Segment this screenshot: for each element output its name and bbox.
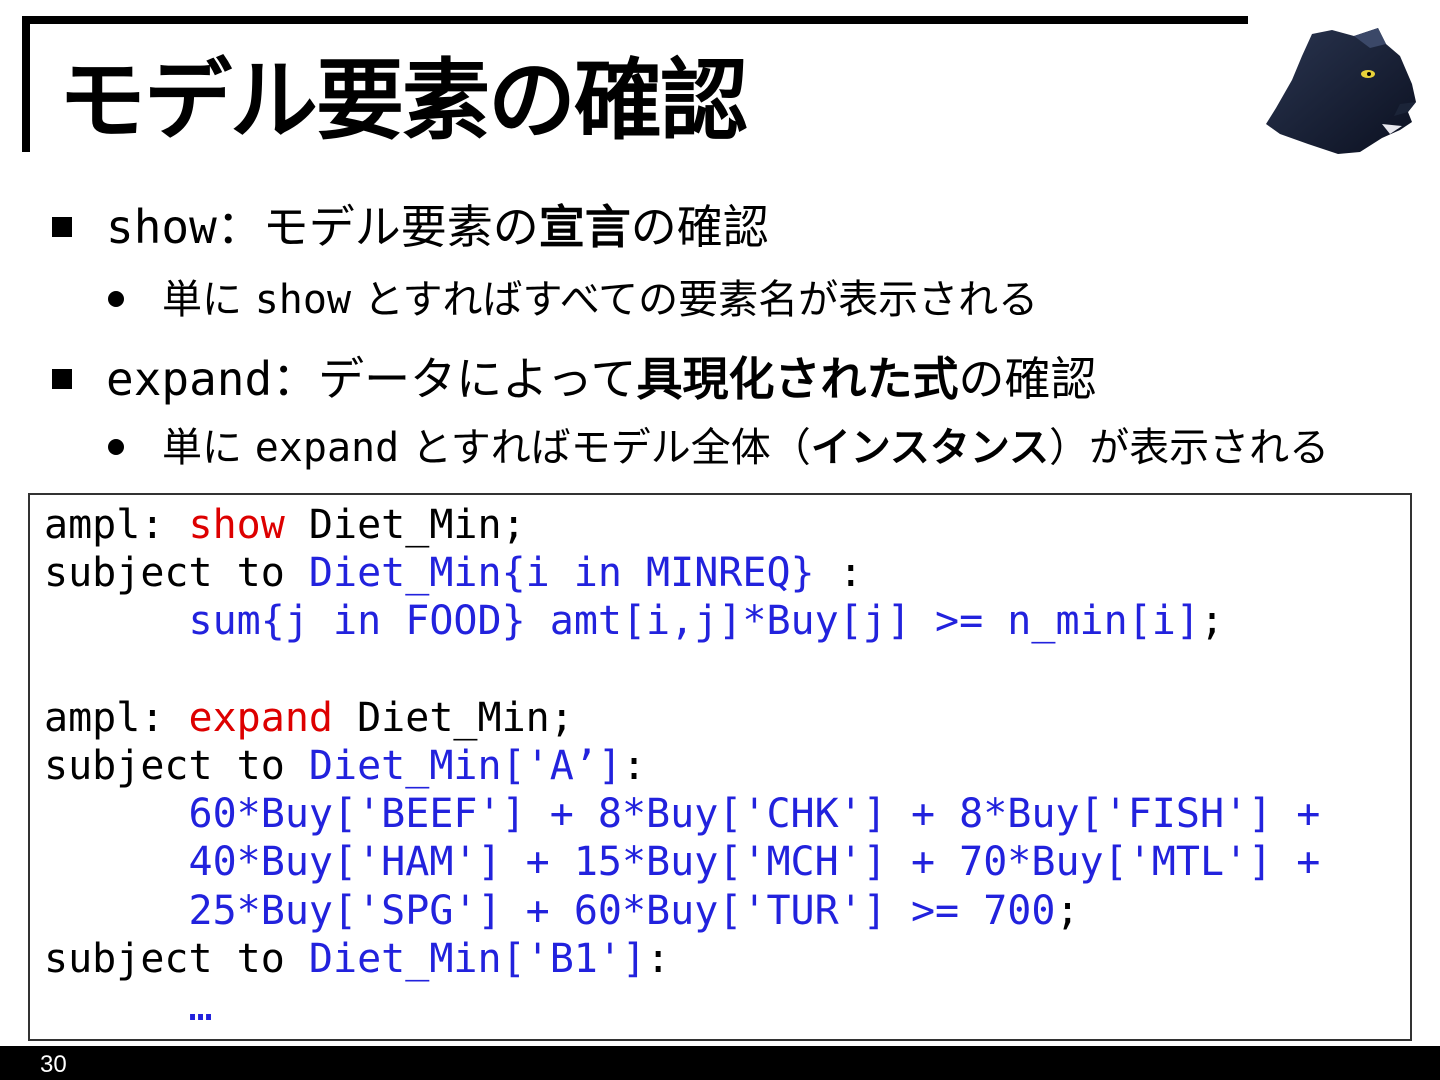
text-segment: とすればすべての要素名が表示される	[351, 277, 1039, 323]
code-token: sum{j in FOOD} amt[i,j]*Buy[j] >= n_min[…	[188, 598, 1200, 645]
code-token: :	[646, 935, 671, 982]
text-segment: とすればモデル全体（	[399, 425, 811, 471]
code-line: 25*Buy['SPG'] + 60*Buy['TUR'] >= 700;	[44, 887, 1320, 935]
text-segment: 宣言	[538, 200, 631, 254]
dot-bullet-icon	[108, 291, 124, 307]
code-line	[44, 646, 1320, 694]
code-token: subject to	[44, 935, 309, 982]
text-segment: ：データによって	[272, 352, 637, 406]
text-segment: の確認	[958, 352, 1097, 406]
code-token: ampl:	[44, 694, 189, 741]
dot-bullet-icon	[108, 439, 124, 455]
code-token	[44, 888, 189, 934]
bullet-show: show：モデル要素の宣言の確認	[52, 200, 769, 255]
square-bullet-icon	[52, 368, 72, 389]
code-token: ;	[1055, 887, 1080, 934]
code-line: …	[44, 983, 1320, 1031]
code-line: subject to Diet_Min{i in MINREQ} :	[44, 549, 1320, 597]
code-token: 25*Buy['SPG'] + 60*Buy['TUR'] >= 700	[188, 887, 1056, 934]
bullet-expand-text: expand：データによって具現化された式の確認	[106, 352, 1097, 406]
bullet-show-text: show：モデル要素の宣言の確認	[106, 200, 769, 254]
code-token	[44, 791, 189, 837]
text-segment: show	[254, 277, 352, 323]
code-line: subject to Diet_Min['A’]:	[44, 742, 1320, 790]
code-line: subject to Diet_Min['B1']:	[44, 935, 1320, 983]
code-token: :	[814, 550, 863, 597]
code-token: Diet_Min['B1']	[308, 935, 647, 982]
page-number: 30	[40, 1051, 67, 1078]
text-segment: ）が表示される	[1049, 425, 1330, 471]
text-segment: expand	[106, 352, 273, 406]
code-token: …	[188, 983, 213, 1030]
code-token: expand	[188, 694, 334, 741]
code-block: ampl: show Diet_Min;subject to Diet_Min{…	[44, 501, 1320, 1031]
code-token: ampl:	[44, 502, 189, 548]
code-token: subject to	[44, 550, 309, 597]
code-token	[44, 839, 189, 885]
code-token: subject to	[44, 742, 309, 789]
code-line: 60*Buy['BEEF'] + 8*Buy['CHK'] + 8*Buy['F…	[44, 790, 1321, 838]
text-segment: expand	[254, 425, 400, 471]
title-frame	[22, 16, 1248, 152]
text-segment: インスタンス	[810, 425, 1050, 471]
code-box	[28, 493, 1412, 1041]
code-token: Diet_Min{i in MINREQ}	[308, 550, 815, 597]
code-line: ampl: show Diet_Min;	[44, 501, 1320, 549]
square-bullet-icon	[52, 216, 72, 237]
text-segment: 単に	[162, 277, 255, 323]
sub-bullet-expand-text: 単に expand とすればモデル全体（インスタンス）が表示される	[162, 425, 1329, 471]
code-token: 60*Buy['BEEF'] + 8*Buy['CHK'] + 8*Buy['F…	[188, 791, 1321, 838]
code-token: Diet_Min['A’]	[308, 742, 622, 789]
code-line: sum{j in FOOD} amt[i,j]*Buy[j] >= n_min[…	[44, 597, 1320, 645]
code-line: 40*Buy['HAM'] + 15*Buy['MCH'] + 70*Buy['…	[44, 838, 1321, 886]
panther-head-icon	[1266, 28, 1416, 154]
slide-title: モデル要素の確認	[58, 49, 748, 152]
footer-bar	[0, 1046, 1440, 1080]
sub-bullet-expand: 単に expand とすればモデル全体（インスタンス）が表示される	[108, 424, 1329, 472]
code-token: ;	[1199, 598, 1225, 645]
code-token	[44, 984, 189, 1030]
sub-bullet-show-text: 単に show とすればすべての要素名が表示される	[162, 277, 1038, 323]
sub-bullet-show: 単に show とすればすべての要素名が表示される	[108, 276, 1038, 324]
code-token: :	[621, 742, 647, 789]
code-token: Diet_Min;	[333, 694, 574, 741]
code-token: show	[188, 502, 285, 548]
text-segment: 具現化された式	[636, 352, 959, 406]
text-segment: ：モデル要素の	[216, 200, 539, 254]
code-token: Diet_Min;	[284, 502, 526, 548]
text-segment: show	[106, 200, 217, 254]
code-token: 40*Buy['HAM'] + 15*Buy['MCH'] + 70*Buy['…	[188, 839, 1321, 886]
code-token	[44, 598, 189, 644]
text-segment: の確認	[630, 200, 769, 254]
bullet-expand: expand：データによって具現化された式の確認	[52, 352, 1097, 407]
code-line: ampl: expand Diet_Min;	[44, 694, 1320, 742]
text-segment: 単に	[162, 425, 255, 471]
